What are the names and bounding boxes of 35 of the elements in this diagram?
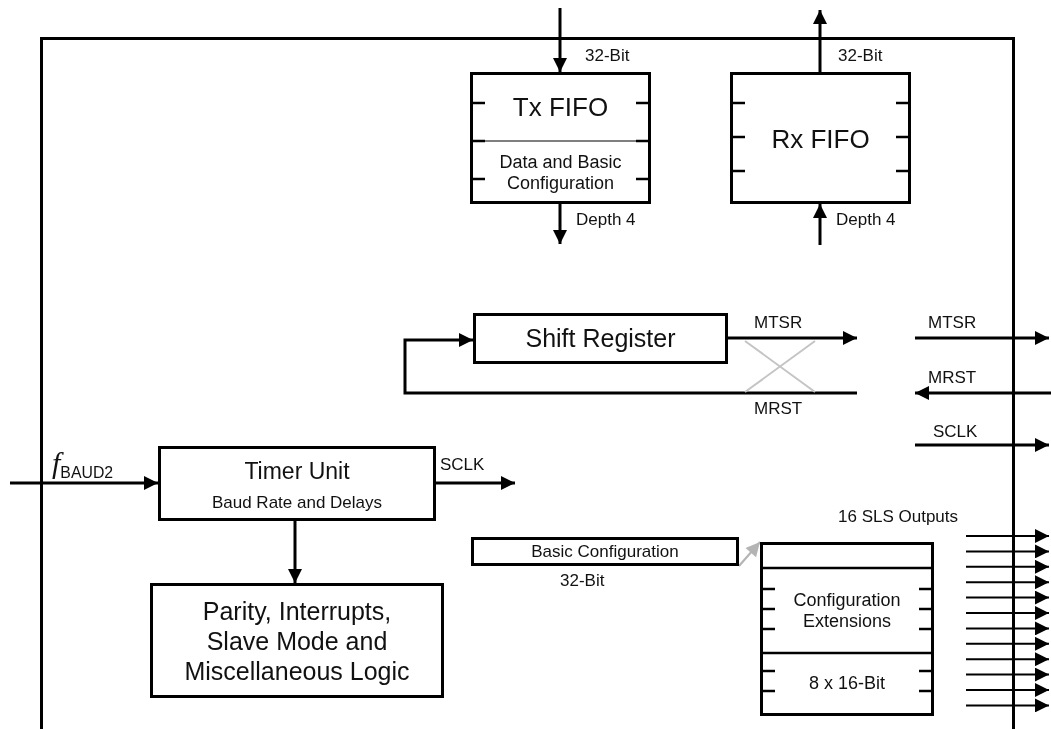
register-bank-box [760, 542, 934, 716]
signal-label: MRST [928, 369, 977, 388]
block-subtitle: Baud Rate and Delays [211, 493, 383, 513]
fifo-box [470, 72, 651, 204]
fifo-box [730, 72, 911, 204]
arrow [813, 204, 827, 245]
logic-box [150, 583, 444, 698]
block-title: Tx FIFO [512, 93, 609, 123]
block-subtitle: Data and Basic Configuration [498, 151, 623, 194]
edge-label: Depth 4 [576, 211, 636, 230]
pointer-arrow [738, 541, 761, 567]
block-title: Rx FIFO [771, 124, 870, 155]
signal-label: SCLK [933, 423, 978, 442]
signal-label: 16 SLS Outputs [838, 508, 959, 527]
config-box [471, 537, 739, 566]
block-title: Parity, Interrupts, Slave Mode and Miscellaneous Logic [183, 595, 411, 686]
block-subtitle: 8 x 16-Bit [808, 672, 885, 694]
edge-label: f$_{BAUD2}$ [52, 446, 114, 482]
arrow [553, 204, 567, 244]
timer-box [158, 446, 436, 521]
edge-label: Depth 4 [836, 211, 896, 230]
register-box [473, 313, 728, 364]
block-title: Configuration Extensions [792, 589, 902, 632]
arrow [553, 8, 567, 72]
module-outline [40, 37, 1015, 729]
block-title: Timer Unit [244, 457, 350, 485]
block-title: Basic Configuration [531, 541, 679, 562]
arrow [813, 10, 827, 72]
signal-label: MTSR [928, 314, 977, 333]
arrow [10, 476, 158, 490]
arrow [288, 521, 302, 583]
arrow [403, 333, 857, 395]
arrow [436, 476, 515, 490]
block-title: Shift Register [525, 324, 676, 353]
arrow [728, 331, 857, 345]
